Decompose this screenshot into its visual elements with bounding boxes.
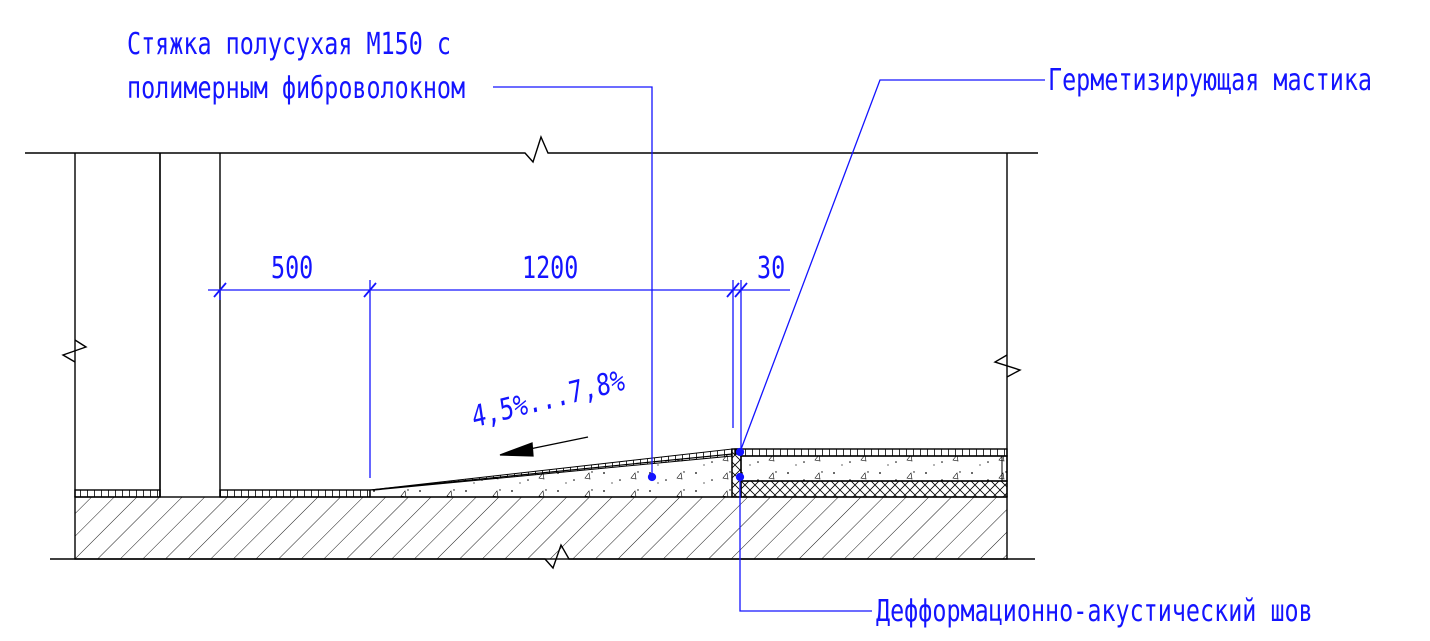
annotations <box>208 79 1045 612</box>
left-finish <box>74 489 161 498</box>
screed-note-line-1: Стяжка полусухая М150 с <box>127 27 452 62</box>
right-finish <box>740 448 1008 457</box>
sealant-note: Герметизирующая мастика <box>1048 63 1373 98</box>
top-break-line <box>25 135 1038 164</box>
sealant-leader <box>739 79 1045 453</box>
tick-4 <box>734 282 748 298</box>
dimension-30: 30 <box>757 251 786 286</box>
dimension-1200: 1200 <box>522 251 579 286</box>
dimension-500: 500 <box>271 251 314 286</box>
tick-3 <box>726 282 740 298</box>
screed-leader <box>493 86 653 477</box>
slope-arrow-head <box>499 442 534 457</box>
construction <box>25 135 1038 570</box>
joint-leader-dot <box>735 472 745 482</box>
tick-1 <box>213 282 227 298</box>
right-wall-break <box>993 354 1022 378</box>
right-screed <box>740 455 1008 482</box>
acoustic-layer <box>740 480 1008 498</box>
joint-leader <box>739 477 872 612</box>
screed-leader-dot <box>647 472 657 482</box>
joint-note: Дефформационно-акустический шов <box>876 594 1313 629</box>
tick-2 <box>363 282 377 298</box>
left-wall-break <box>61 339 88 363</box>
sealant-leader-dot <box>735 447 745 457</box>
floor-slab <box>74 496 1008 560</box>
mid-finish <box>219 489 371 498</box>
bottom-break-line <box>50 543 1035 570</box>
screed-note-line-2: полимерным фиброволокном <box>127 71 466 106</box>
